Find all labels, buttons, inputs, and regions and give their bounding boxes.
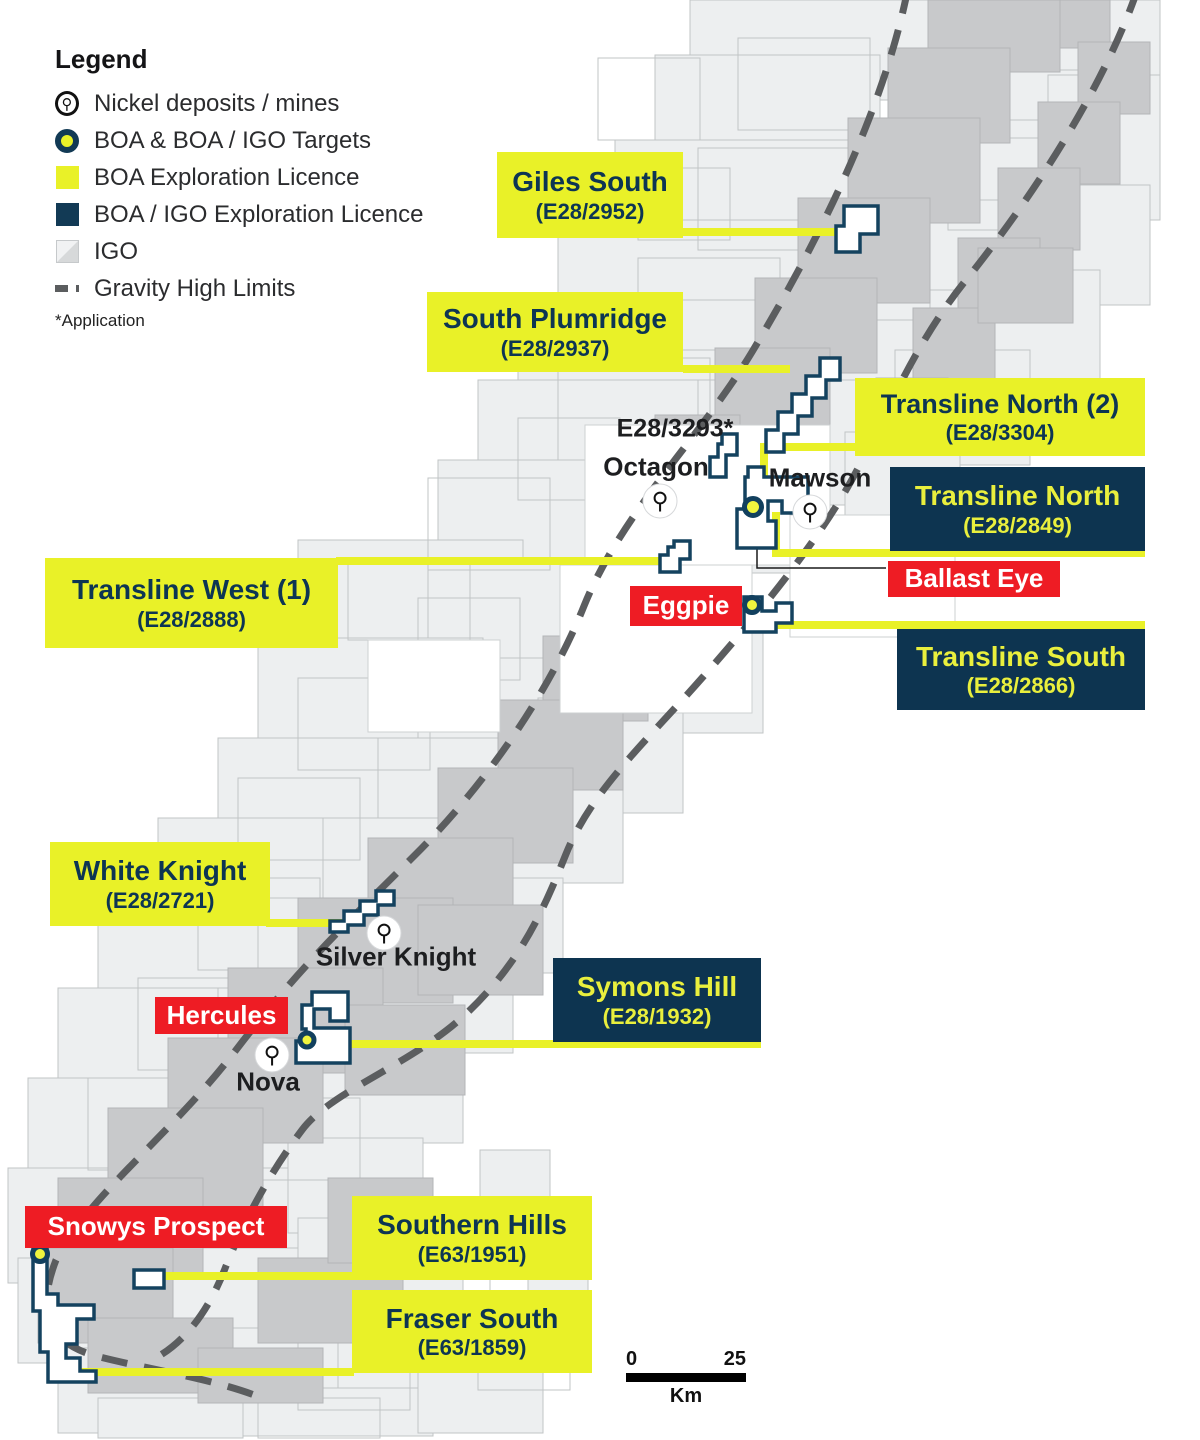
callout-code: (E28/2849) (963, 512, 1072, 538)
legend-item-nickel: ⚲ Nickel deposits / mines (55, 89, 475, 118)
callout-snowys-prospect: Snowys Prospect (25, 1206, 287, 1248)
tenement-parcel (237, 777, 361, 861)
legend-title: Legend (55, 44, 148, 74)
scale-end: 25 (723, 1348, 746, 1370)
callout-name: Transline South (915, 640, 1127, 672)
legend-item-igo: IGO (55, 237, 475, 266)
target-eggpie (742, 595, 762, 615)
callout-transline-north-2: Transline North (2) (E28/3304) (855, 378, 1145, 456)
callout-name: Giles South (512, 166, 668, 197)
callout-name: White Knight (73, 855, 247, 886)
callout-hercules: Hercules (155, 997, 288, 1034)
scale-unit: Km (669, 1385, 703, 1407)
callout-code: (E28/2888) (137, 606, 246, 632)
target-ring-icon (55, 128, 79, 153)
map-label-mawson: Mawson (768, 462, 872, 493)
callout-southern-hills: Southern Hills (E63/1951) (352, 1196, 592, 1280)
callout-code: (E28/2866) (966, 673, 1076, 699)
target-mawson (742, 496, 764, 518)
legend-label: Nickel deposits / mines (94, 89, 340, 117)
licence-transline-west-polygon (658, 539, 692, 574)
tenement-parcel (737, 37, 871, 131)
legend-item-targets: BOA & BOA / IGO Targets (55, 126, 475, 155)
callout-name: South Plumridge (443, 303, 667, 334)
mine-icon-silver-knight: ⚲ (366, 915, 402, 951)
callout-code: (E28/2721) (105, 887, 215, 913)
callout-code: (E28/3304) (945, 420, 1055, 445)
callout-code: (E63/1859) (417, 1335, 527, 1361)
legend-label: BOA & BOA / IGO Targets (94, 126, 372, 154)
tenement-parcel (977, 247, 1074, 324)
scale-bar-line (626, 1373, 746, 1382)
callout-name: Transline North (914, 480, 1121, 511)
target-snowys (30, 1244, 50, 1264)
callout-giles-south: Giles South (E28/2952) (497, 152, 683, 238)
licence-south-plumridge-polygon (764, 356, 842, 454)
mine-icon-nova: ⚲ (254, 1037, 290, 1073)
target-hercules (297, 1030, 317, 1050)
map-label-octagon: Octagon (603, 451, 709, 482)
callout-name: Symons Hill (576, 971, 738, 1002)
licence-giles-south-polygon (834, 204, 880, 254)
legend-item-boa-licence: BOA Exploration Licence (55, 163, 475, 192)
callout-symons-hill: Symons Hill (E28/1932) (553, 958, 761, 1042)
yellow-square-icon (55, 166, 79, 189)
callout-eggpie: Eggpie (630, 586, 742, 626)
callout-code: (E28/1932) (602, 1003, 712, 1029)
legend-label: IGO (94, 237, 139, 265)
legend-footnote: *Application (55, 311, 145, 330)
callout-transline-north: Transline North (E28/2849) (890, 467, 1145, 551)
callout-code: (E28/2952) (535, 198, 645, 224)
licence-white-knight-polygon (328, 889, 396, 934)
callout-white-knight: White Knight (E28/2721) (50, 842, 270, 926)
tenement-parcel (97, 1397, 244, 1439)
legend-item-boa-igo-licence: BOA / IGO Exploration Licence (55, 200, 475, 229)
gravity-line-east (146, 0, 1138, 1366)
mine-icon-mawson: ⚲ (792, 494, 828, 530)
callout-transline-west-1: Transline West (1) (E28/2888) (45, 558, 338, 648)
dashed-line-icon (55, 285, 79, 292)
legend-label: BOA / IGO Exploration Licence (94, 200, 424, 228)
hammer-pick-icon: ⚲ (55, 91, 79, 116)
scale-bar: 0 25 Km (626, 1348, 746, 1408)
callout-name: Southern Hills (377, 1209, 567, 1240)
tenement-parcel (344, 1004, 466, 1096)
gray-diagonal-icon (55, 240, 79, 263)
callout-name: Transline North (2) (880, 388, 1120, 419)
licence-southern-hills-polygon (132, 1268, 166, 1290)
mine-icon-octagon: ⚲ (642, 483, 678, 519)
tenement-parcel (427, 477, 551, 571)
tenement-parcel (417, 904, 544, 996)
licence-e28-3293-polygon (708, 432, 739, 479)
legend-label: Gravity High Limits (94, 274, 296, 302)
callout-transline-south: Transline South (E28/2866) (897, 629, 1145, 710)
legend-label: BOA Exploration Licence (94, 163, 360, 191)
callout-fraser-south: Fraser South (E63/1859) (352, 1290, 592, 1373)
callout-name: Transline West (1) (71, 574, 312, 605)
gravity-line-west (43, 0, 910, 1402)
licence-fraser-south-polygon (31, 1245, 98, 1384)
tenement-parcel (367, 639, 501, 733)
map-label-e28-3293: E28/3293* (616, 414, 734, 443)
navy-square-icon (55, 203, 79, 226)
callout-south-plumridge: South Plumridge (E28/2937) (427, 292, 683, 372)
licence-polygons (31, 204, 880, 1384)
scale-start: 0 (626, 1348, 638, 1370)
callout-code: (E63/1951) (417, 1241, 527, 1267)
legend-item-gravity: Gravity High Limits (55, 274, 475, 303)
map-label-silver-knight: Silver Knight (315, 941, 477, 972)
callout-code: (E28/2937) (500, 335, 610, 361)
callout-ballast-eye: Ballast Eye (888, 561, 1060, 597)
legend: Legend ⚲ Nickel deposits / mines BOA & B… (55, 44, 475, 331)
tenement-parcel (597, 57, 701, 141)
callout-name: Fraser South (385, 1302, 559, 1334)
